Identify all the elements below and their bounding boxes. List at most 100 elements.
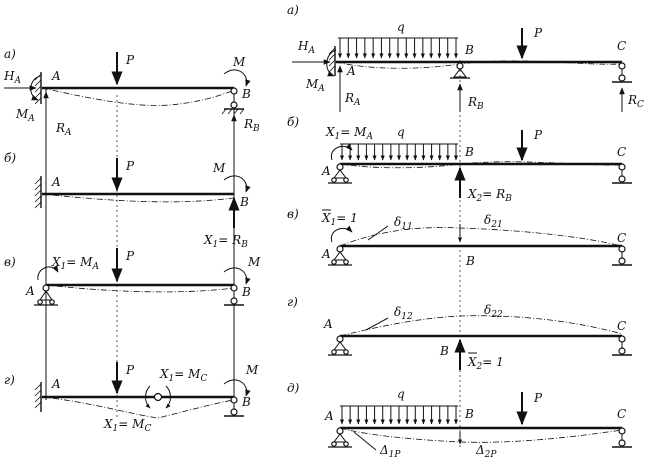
right-g-X2-label: X2= 1 xyxy=(467,355,504,372)
right-b-A-label: A xyxy=(321,164,331,178)
right-a-tag: а) xyxy=(287,3,299,17)
left-v-P-label: P xyxy=(125,249,135,263)
left-g-X1-top-label: X1= MC xyxy=(159,367,207,384)
right-a-q-label: q xyxy=(397,20,405,34)
right-a-B-label: B xyxy=(464,43,474,57)
right-v-A-label: A xyxy=(321,247,331,261)
left-scheme-v: в) A X1= MA P M B xyxy=(4,248,261,306)
right-v-X1-moment xyxy=(330,225,353,243)
right-d-D1P-label: Δ1P xyxy=(379,443,401,460)
left-a-MA-label: MA xyxy=(15,107,35,124)
right-a-RA-label: RA xyxy=(344,91,361,108)
right-d-A-label: A xyxy=(324,409,334,423)
left-a-P-label: P xyxy=(125,53,135,67)
left-a-B-label: B xyxy=(241,87,251,101)
left-scheme-g: г) A P X1= MC X1= MC M B xyxy=(4,362,259,434)
left-a-M-arrow xyxy=(223,69,251,87)
left-v-X1-moment xyxy=(37,265,59,281)
right-a-RB-label: RB xyxy=(467,95,484,112)
right-g-d22-label: δ22 xyxy=(484,303,503,320)
right-a-MA-label: MA xyxy=(305,77,325,94)
right-d-deflection xyxy=(339,427,623,443)
left-a-HA-label: HA xyxy=(3,69,21,86)
left-a-A-label: A xyxy=(51,69,61,83)
left-v-A-label: A xyxy=(25,284,35,298)
left-g-X1-bottom-label: X1= MC xyxy=(103,417,151,434)
right-scheme-d: д) q A B P C Δ1P Δ2P xyxy=(287,381,632,460)
left-v-M-label: M xyxy=(247,255,261,269)
left-b-tag: б) xyxy=(4,151,16,165)
right-scheme-g: г) A δ12 δ22 B X2= 1 C xyxy=(287,295,632,372)
left-b-M-label: M xyxy=(212,161,226,175)
right-a-C-label: C xyxy=(617,39,626,53)
left-scheme-a: а) HA MA A RA P M xyxy=(3,47,260,148)
left-scheme-b: б) A P M B X1= RB xyxy=(4,151,251,250)
right-g-C-label: C xyxy=(617,319,626,333)
left-v-M-arrow xyxy=(223,267,251,285)
right-a-RC-label: RC xyxy=(627,93,644,110)
right-b-X1-moment xyxy=(330,143,353,161)
left-g-P-label: P xyxy=(125,363,135,377)
right-g-tag: г) xyxy=(287,295,298,309)
right-scheme-v: в) X1= 1 δ11 δ21 A B C xyxy=(287,207,632,268)
right-b-X2-label: X2= RB xyxy=(467,187,512,204)
right-b-deflection xyxy=(339,161,623,169)
hinge-C xyxy=(153,392,163,402)
left-v-tag: в) xyxy=(4,255,16,269)
right-v-X1-label: X1= 1 xyxy=(321,211,358,228)
right-a-HA-label: HA xyxy=(297,39,315,56)
left-g-M-label: M xyxy=(245,363,259,377)
right-g-d12-label: δ12 xyxy=(394,305,413,322)
left-b-M-arrow xyxy=(223,175,251,193)
left-b-X1-label: X1= RB xyxy=(203,233,248,250)
left-g-X1-left-moment xyxy=(145,385,151,409)
left-b-P-label: P xyxy=(125,159,135,173)
right-d-tag: д) xyxy=(287,381,300,395)
right-column: а) q HA MA A RA B RB P C xyxy=(287,3,644,460)
right-g-deflection xyxy=(339,315,623,337)
left-g-deflection xyxy=(41,396,235,419)
left-a-MA-arrow xyxy=(30,75,41,101)
left-g-X1-right-moment xyxy=(165,385,171,409)
right-d-P-label: P xyxy=(533,391,543,405)
right-v-d21-label: δ21 xyxy=(484,213,503,230)
right-scheme-b: б) q X1= MA A B X2= RB P C xyxy=(287,115,632,204)
right-a-distributed-load xyxy=(338,37,458,59)
left-b-B-label: B xyxy=(239,195,249,209)
right-v-C-label: C xyxy=(617,231,626,245)
right-v-B-label: B xyxy=(465,254,475,268)
left-b-A-label: A xyxy=(51,175,61,189)
left-g-M-arrow xyxy=(223,379,251,397)
left-v-B-label: B xyxy=(241,285,251,299)
left-v-X1-label: X1= MA xyxy=(51,255,99,272)
left-b-deflection xyxy=(41,193,235,203)
right-d-C-label: C xyxy=(617,407,626,421)
left-a-tag: а) xyxy=(4,47,16,61)
right-g-B-label: B xyxy=(439,344,449,358)
right-v-d11-label: δ11 xyxy=(394,215,413,232)
left-a-deflection xyxy=(41,87,235,106)
left-a-M-label: M xyxy=(232,55,246,69)
right-b-tag: б) xyxy=(287,115,299,129)
right-scheme-a: а) q HA MA A RA B RB P C xyxy=(287,3,644,112)
right-v-tag: в) xyxy=(287,207,299,221)
right-a-P-label: P xyxy=(533,26,543,40)
right-b-P-label: P xyxy=(533,128,543,142)
right-a-A-label: A xyxy=(346,64,356,78)
left-a-RA-label: RA xyxy=(55,121,72,138)
right-d-D2P-label: Δ2P xyxy=(475,443,497,460)
right-b-B-label: B xyxy=(464,145,474,159)
left-g-tag: г) xyxy=(4,373,15,387)
left-a-RB-label: RB xyxy=(243,117,260,134)
right-a-MA-arrow xyxy=(326,49,337,77)
left-g-A-label: A xyxy=(51,377,61,391)
left-g-B-label: B xyxy=(241,395,251,409)
left-column: а) HA MA A RA P M xyxy=(3,47,261,434)
right-d-q-label: q xyxy=(397,387,405,401)
right-d-B-label: B xyxy=(464,407,474,421)
right-g-A-label: A xyxy=(323,317,333,331)
right-b-C-label: C xyxy=(617,145,626,159)
right-b-X1-label: X1= MA xyxy=(325,125,373,142)
